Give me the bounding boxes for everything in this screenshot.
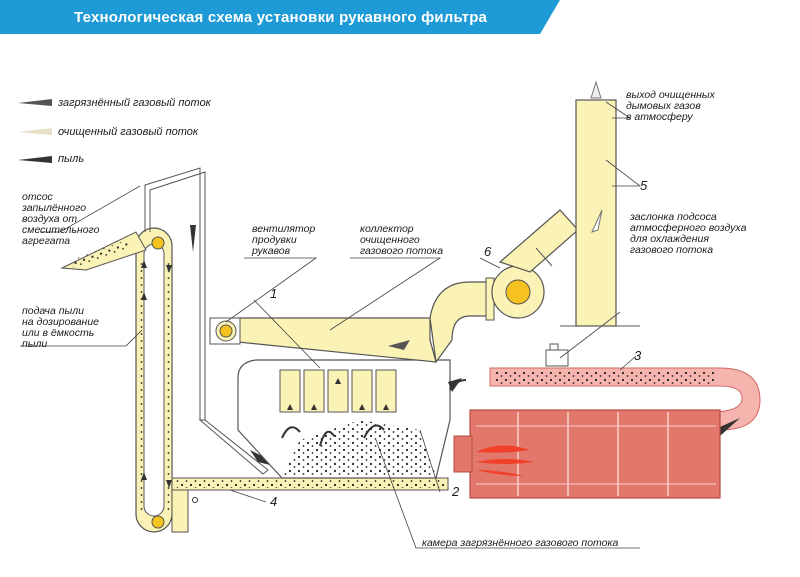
svg-text:выход очищенных: выход очищенных [626,89,716,101]
svg-text:смесительного: смесительного [22,224,100,236]
dryer-drum [453,409,721,499]
blow-fan [209,317,241,345]
title-bar: Технологическая схема установки рукавног… [0,0,800,38]
hot-gas-duct [489,311,761,436]
svg-text:рукавов: рукавов [251,245,291,257]
number-5: 5 [640,178,648,193]
legend-dirty-label: загрязнённый газовый поток [57,97,212,109]
svg-text:отсос: отсос [22,191,54,203]
bucket-elevator [60,227,173,533]
svg-text:газового потока: газового потока [360,245,443,257]
number-6: 6 [484,244,492,259]
label-damper: заслонка подсоса атмосферного воздуха дл… [629,211,747,256]
number-3: 3 [634,348,642,363]
suction-dust-arrow-icon [190,225,196,252]
number-1: 1 [270,286,277,301]
svg-text:агрегата: агрегата [22,235,70,247]
elevator-dust-arrows-icon [141,260,172,488]
svg-text:атмосферного воздуха: атмосферного воздуха [630,222,747,234]
flame-icon [476,445,534,476]
collector-flow-arrow-icon [388,340,410,350]
svg-text:очищенного: очищенного [360,234,420,246]
legend-dust-label: пыль [58,153,84,165]
page-title: Технологическая схема установки рукавног… [74,9,488,26]
legend-dust-arrow-icon [18,156,52,163]
svg-text:пыли: пыли [22,338,47,350]
label-fan-blow: вентилятор продувки рукавов [251,223,315,257]
suction-duct [144,167,206,420]
svg-text:дымовых газов: дымовых газов [626,100,701,112]
svg-text:вентилятор: вентилятор [252,223,315,235]
swirl-arrows-icon [281,424,385,447]
label-exhaust: выход очищенных дымовых газов в атмосфер… [626,89,716,123]
label-suction: отсос запылённого воздуха от смесительно… [21,191,100,247]
svg-text:на дозирование: на дозирование [22,316,99,328]
exhaust-stack [560,80,640,327]
svg-text:для охлаждения: для охлаждения [630,233,709,245]
label-dust-feed: подача пыли на дозирование или в ёмкость… [22,305,99,350]
legend: загрязнённый газовый поток очищенный газ… [18,97,212,165]
svg-text:газового потока: газового потока [630,244,713,256]
svg-text:заслонка подсоса: заслонка подсоса [629,211,717,223]
svg-text:подача пыли: подача пыли [22,305,84,317]
number-2: 2 [451,484,460,499]
svg-text:продувки: продувки [252,234,297,246]
legend-clean-label: очищенный газовый поток [58,126,199,138]
filter-bags [279,369,397,413]
legend-dirty-arrow-icon [18,99,52,106]
title-bar-shape [0,0,560,34]
svg-text:или в ёмкость: или в ёмкость [22,327,94,339]
svg-text:коллектор: коллектор [360,223,414,235]
legend-clean-arrow-icon [18,128,52,135]
number-4: 4 [270,494,277,509]
exhaust-arrow-icon [590,80,602,99]
svg-text:запылённого: запылённого [21,202,86,214]
main-fan [485,209,579,321]
leader-lines [20,101,642,549]
svg-text:в атмосферу: в атмосферу [626,111,693,123]
svg-text:воздуха от: воздуха от [22,213,77,225]
label-collector: коллектор очищенного газового потока [360,223,443,257]
bag-filter-housing [198,359,467,479]
screw-conveyor [171,477,449,533]
stack-flow-arrow-icon [591,209,603,233]
label-dirty-chamber: камера загрязнённого газового потока [422,537,618,549]
